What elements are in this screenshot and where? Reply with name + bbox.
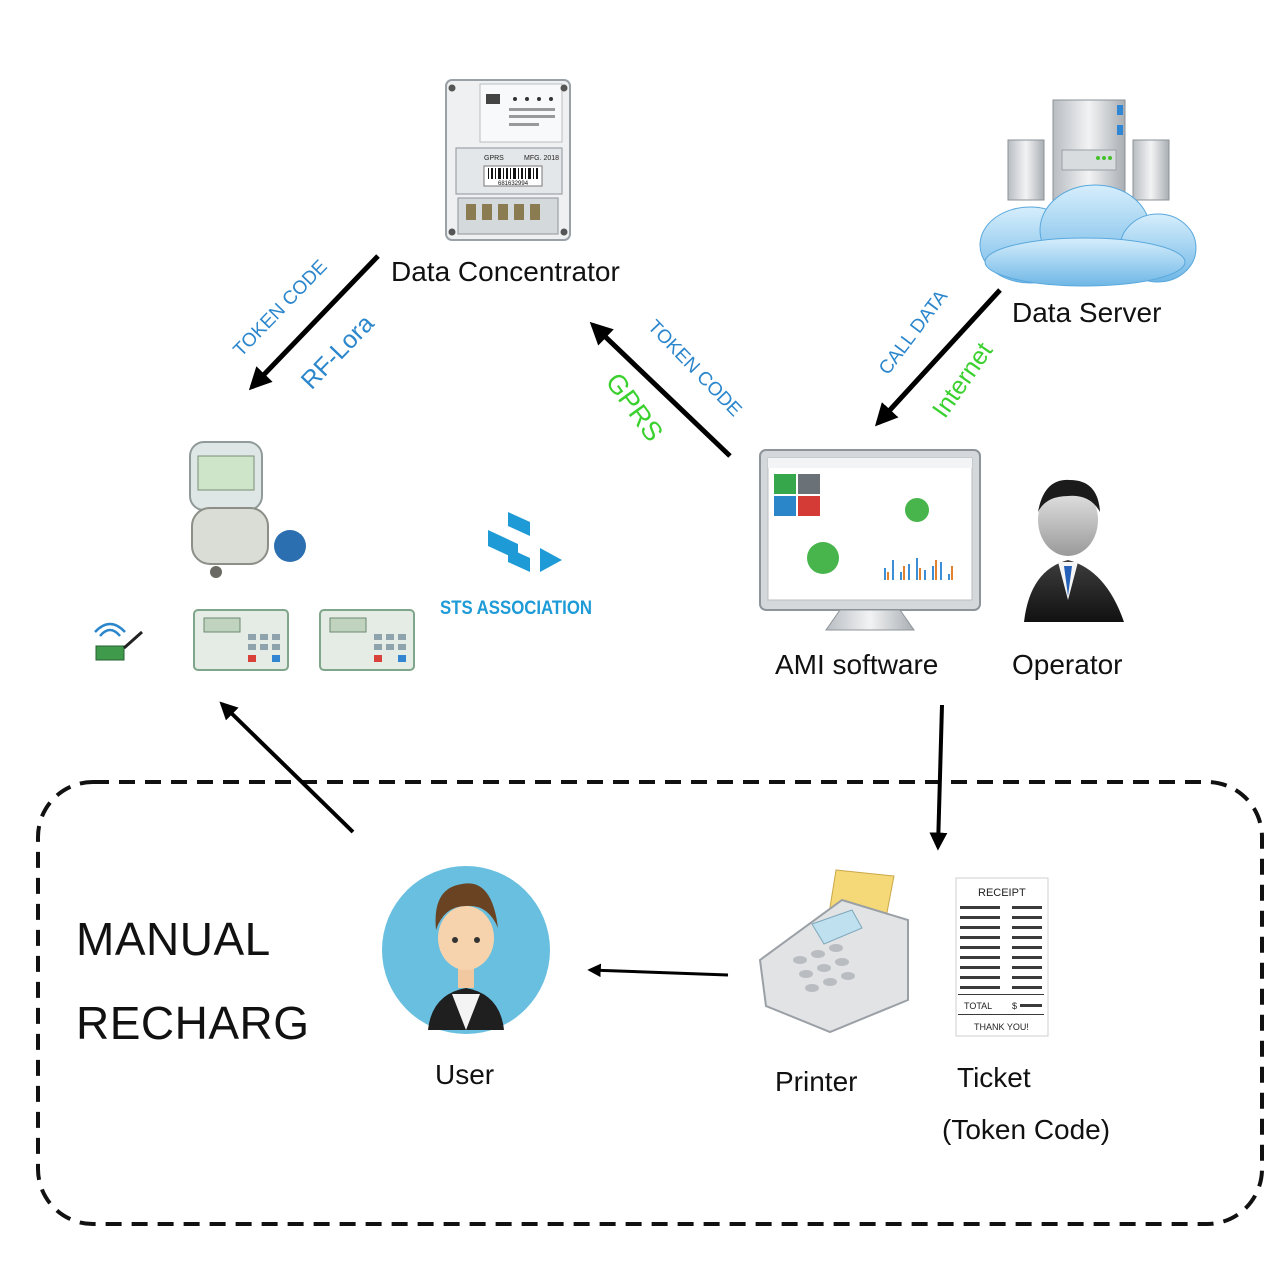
keypad-meter-icon: [193, 609, 289, 671]
data-concentrator-icon: GPRS MFG. 2018 681632994: [445, 79, 571, 241]
ami-monitor-icon: [759, 449, 981, 631]
ticket-label: Ticket: [957, 1062, 1031, 1093]
manual-title-line2: RECHARG: [76, 997, 310, 1049]
keypad-meter-icon: [319, 609, 415, 671]
arrow-ami-to-concentrator: [589, 321, 732, 458]
data-server-label: Data Server: [1012, 297, 1162, 328]
arrow-concentrator-to-meter: [248, 254, 380, 391]
ticket-subtitle-label: (Token Code): [942, 1114, 1111, 1145]
sts-association-text: STS ASSOCIATION: [440, 598, 592, 619]
arrow-server-to-ami: [874, 288, 1002, 427]
receipt-thanks: THANK YOU!: [974, 1022, 1029, 1032]
concentrator-mfg-text: MFG. 2018: [524, 155, 559, 162]
user-label: User: [435, 1059, 495, 1090]
receipt-total: TOTAL: [964, 1001, 992, 1011]
arrow-user-to-meter: [219, 701, 355, 834]
manual-title-line1: MANUAL: [76, 913, 271, 965]
concentrator-serial-text: 681632994: [498, 181, 529, 187]
arrow-printer-to-user: [587, 963, 729, 978]
operator-icon: [1024, 479, 1124, 622]
sts-association-logo: STS ASSOCIATION: [440, 512, 592, 619]
arrow-ami-to-printer: [929, 704, 948, 851]
water-meter-icon: [189, 441, 306, 578]
wireless-module-icon: [94, 622, 143, 661]
data-concentrator-label: Data Concentrator: [391, 256, 620, 287]
manual-recharge-boundary: [36, 780, 1264, 1226]
user-avatar-icon: [382, 866, 550, 1034]
receipt-title: RECEIPT: [978, 887, 1026, 899]
concentrator-gprs-text: GPRS: [484, 155, 504, 162]
printer-label: Printer: [775, 1066, 858, 1097]
operator-label: Operator: [1012, 649, 1123, 680]
data-server-icon: [979, 99, 1197, 287]
receipt-icon: RECEIPT TOTAL $ THANK YOU!: [955, 877, 1049, 1037]
printer-icon: [758, 869, 909, 1034]
ami-software-label: AMI software: [775, 649, 939, 680]
receipt-currency: $: [1012, 1001, 1017, 1011]
